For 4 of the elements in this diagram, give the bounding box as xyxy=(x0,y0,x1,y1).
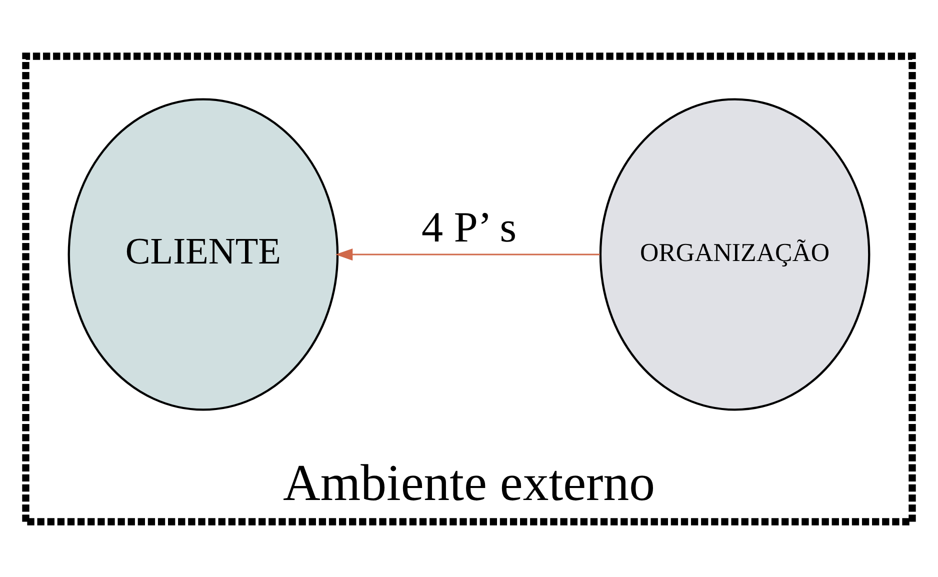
arrow xyxy=(335,248,600,260)
edge-label: 4 P’ s xyxy=(422,204,516,252)
node-ellipse: CLIENTE xyxy=(68,98,339,410)
node-ellipse: ORGANIZAÇÃO xyxy=(599,98,870,410)
